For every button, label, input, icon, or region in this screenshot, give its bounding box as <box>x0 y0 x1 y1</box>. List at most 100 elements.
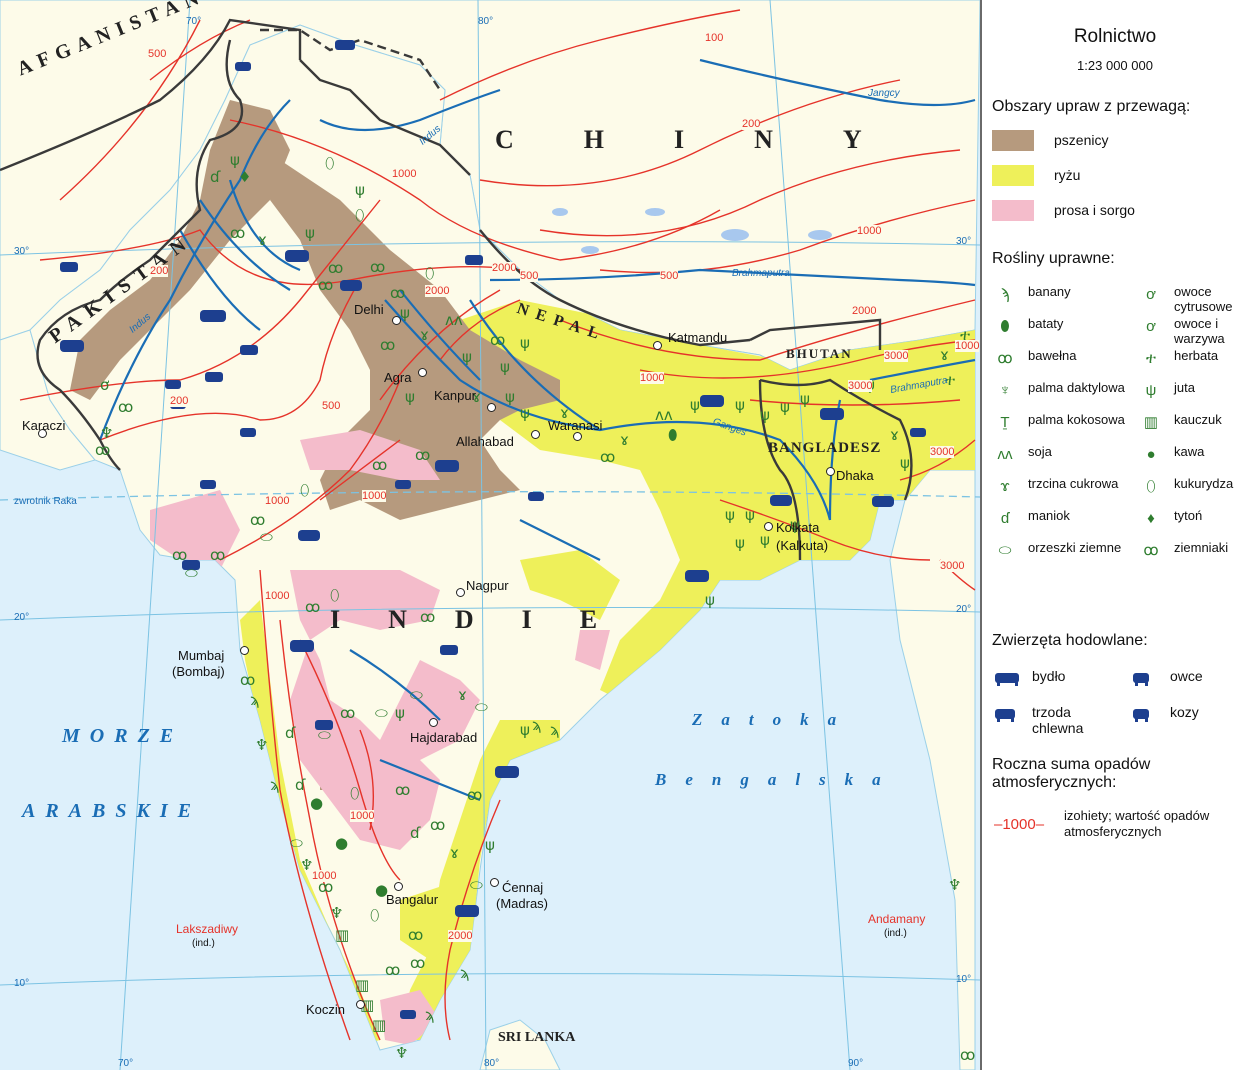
isohyet-value: 500 <box>322 400 341 412</box>
country-label: SRI LANKA <box>498 1030 576 1045</box>
cotton-icon: ꝏ <box>997 350 1013 367</box>
svg-text:♆: ♆ <box>100 424 113 442</box>
crop-zones <box>70 100 975 1045</box>
svg-text:⬯: ⬯ <box>355 206 364 224</box>
zone-millet-west <box>150 490 240 570</box>
isohyet-value: 2000 <box>852 305 877 317</box>
crop-label: orzeszki ziemne <box>1028 540 1122 555</box>
sweet-potato-icon: ⬮ <box>1000 318 1010 335</box>
crop-legend-item: ♦tytoń <box>1142 506 1246 536</box>
isohyet-value: 2000 <box>425 285 450 297</box>
latitude-label: 10° <box>956 974 972 985</box>
svg-text:ψ: ψ <box>735 534 745 552</box>
isohyet-value: 500 <box>148 48 167 60</box>
isohyet-value: 3000 <box>930 446 955 458</box>
svg-text:ψ: ψ <box>405 388 415 406</box>
crop-legend-item: ⬯ kukurydza <box>1142 474 1246 504</box>
svg-text:ψ: ψ <box>780 398 790 416</box>
latitude-label: 30° <box>14 246 30 257</box>
isohyet-value: 3000 <box>884 350 909 362</box>
svg-text:⬭: ⬭ <box>375 704 388 722</box>
svg-text:ψ: ψ <box>520 721 530 739</box>
area-label: prosa i sorgo <box>1054 202 1135 218</box>
city-label: Dhaka <box>836 468 874 483</box>
map-scale: 1:23 000 000 <box>1077 58 1153 73</box>
svg-text:ɤ: ɤ <box>560 404 569 422</box>
svg-text:ψ: ψ <box>520 404 530 422</box>
svg-text:ϡ: ϡ <box>460 964 469 982</box>
crop-label: palma daktylowa <box>1028 380 1125 395</box>
country-label: CHINY <box>495 125 932 154</box>
crop-label: kukurydza <box>1174 476 1234 491</box>
fruit-vegetables-icon: ơ <box>1146 318 1156 335</box>
isohyet-value: 1000 <box>350 810 375 822</box>
svg-text:ተ: ተ <box>960 326 970 344</box>
svg-text:♆: ♆ <box>948 876 961 894</box>
areas-heading: Obszary upraw z przewagą: <box>992 98 1191 115</box>
svg-text:ϡ: ϡ <box>532 716 541 734</box>
crop-legend-item: ●kawa <box>1142 442 1246 472</box>
landmass-sri-lanka <box>479 1019 561 1070</box>
svg-text:ꝏ: ꝏ <box>318 276 333 294</box>
svg-text:♦: ♦ <box>238 168 251 186</box>
isohyet-value: 1000 <box>857 225 882 237</box>
goat-icon <box>1132 707 1156 723</box>
svg-text:ψ: ψ <box>305 224 315 242</box>
svg-text:ψ: ψ <box>500 358 510 376</box>
isohyet-value: 100 <box>705 32 724 44</box>
city-dot <box>826 467 835 476</box>
city-dot <box>418 368 427 377</box>
svg-text:ꝏ: ꝏ <box>600 448 615 466</box>
coffee-icon: ● <box>1146 446 1156 463</box>
tobacco-icon: ♦ <box>1147 510 1155 527</box>
svg-text:ꝏ: ꝏ <box>467 786 482 804</box>
island-label: Andamany <box>868 912 926 926</box>
svg-text:ψ: ψ <box>230 151 240 169</box>
svg-text:⬯: ⬯ <box>330 586 339 604</box>
city-label: (Kalkuta) <box>776 538 829 553</box>
river-label: Jangcy <box>868 88 900 99</box>
svg-text:ψ: ψ <box>900 454 910 472</box>
graticule <box>0 0 980 1070</box>
crop-label: owoce i warzywa <box>1174 316 1225 346</box>
city-dot <box>38 429 47 438</box>
crops-heading: Rośliny uprawne: <box>992 250 1115 267</box>
svg-text:ꝏ: ꝏ <box>395 781 410 799</box>
date-palm-icon: ♆ <box>999 382 1011 399</box>
svg-text:ϡ: ϡ <box>270 776 279 794</box>
jute-icon: ψ <box>1145 382 1157 399</box>
isohyet-sample: –1000– <box>994 816 1045 833</box>
svg-text:ꝏ: ꝏ <box>390 284 405 302</box>
city-dot <box>653 341 662 350</box>
maize-icon: ⬯ <box>1146 478 1156 495</box>
svg-text:⬭: ⬭ <box>260 528 273 546</box>
zone-rice-west-coast <box>240 600 380 1045</box>
isohyet-value: 1000 <box>640 372 665 384</box>
crop-legend-item: ⬭orzeszki ziemne <box>996 538 1136 568</box>
city-dot <box>490 878 499 887</box>
svg-text:ψ: ψ <box>745 506 755 524</box>
country-label: BANGLADESZ <box>768 440 882 456</box>
city-label: Agra <box>384 370 412 385</box>
city-label: Nagpur <box>466 578 509 593</box>
svg-text:⬯: ⬯ <box>350 784 359 802</box>
svg-text:ꝏ: ꝏ <box>118 398 133 416</box>
soy-icon: ᴧᴧ <box>997 446 1013 463</box>
isohyet-value: 1000 <box>955 340 980 352</box>
svg-text:ꝏ: ꝏ <box>230 224 245 242</box>
svg-text:ɤ: ɤ <box>890 426 899 444</box>
svg-text:ψ: ψ <box>395 704 405 722</box>
svg-text:ϡ: ϡ <box>425 1006 434 1024</box>
svg-text:⬭: ⬭ <box>475 698 488 716</box>
city-label: (Bombaj) <box>172 664 225 679</box>
isohyet-value: 1000 <box>312 870 337 882</box>
area-swatch <box>992 165 1034 186</box>
city-dot <box>429 718 438 727</box>
svg-text:ψ: ψ <box>705 591 715 609</box>
svg-text:ψ: ψ <box>690 396 700 414</box>
